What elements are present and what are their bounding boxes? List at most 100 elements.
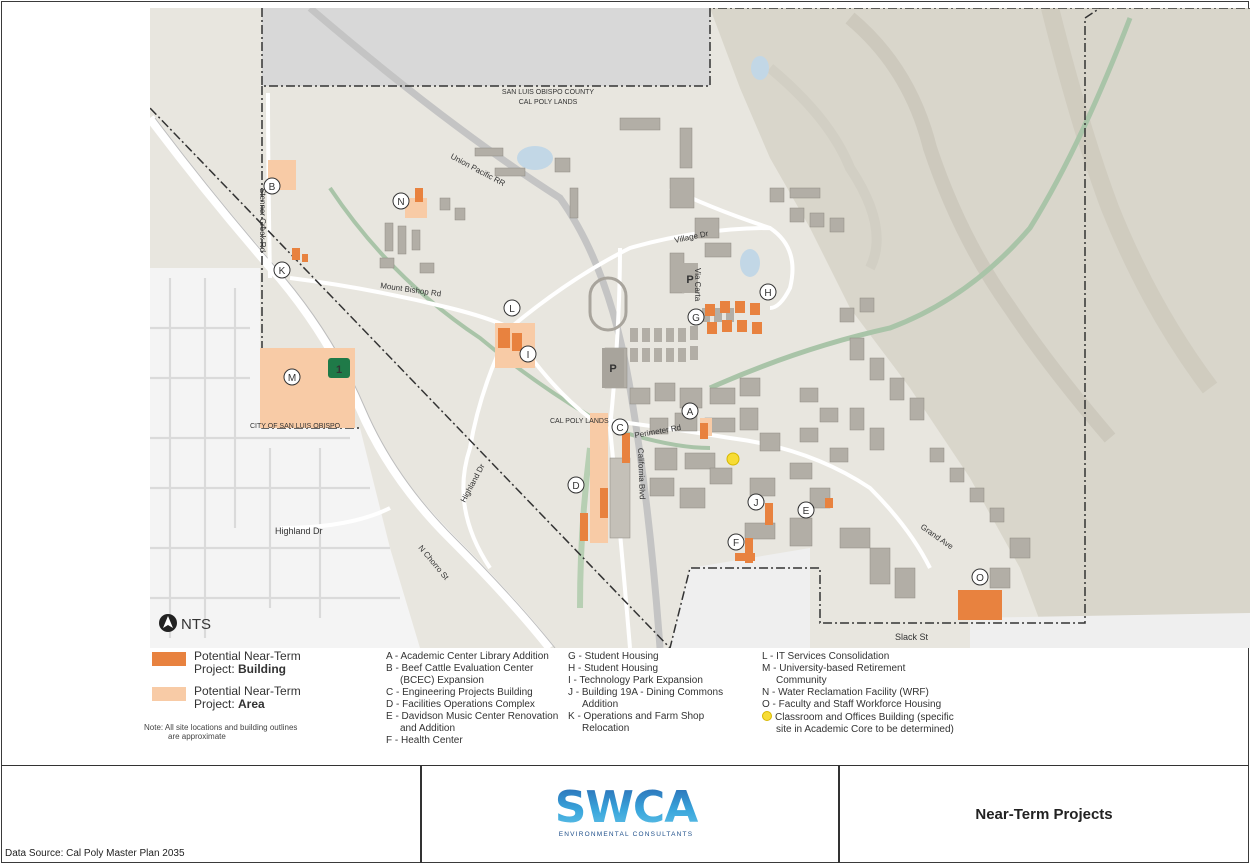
marker-k[interactable]: K [273,261,291,279]
mountain-ridge-2 [1041,8,1218,394]
marker-l[interactable]: L [503,299,521,317]
svg-text:H: H [764,288,771,299]
campus-roads [266,92,932,648]
data-source: Data Source: Cal Poly Master Plan 2035 [5,848,185,859]
bldg-f2 [745,538,753,563]
svg-text:M: M [288,373,296,384]
legend-area-label: Potential Near-Term Project: Area [194,684,301,711]
student-housing-buildings [705,301,762,334]
svg-text:C: C [616,423,623,434]
parking-label-2: P [609,363,616,375]
marker-h[interactable]: H [759,283,777,301]
marker-c[interactable]: C [611,418,629,436]
bldg-o [958,590,1002,620]
highway-1 [150,115,554,648]
svg-text:L: L [509,304,515,315]
project-buildings [292,188,1002,620]
reservoir-1 [517,146,553,170]
parking-label-1: P [686,274,693,286]
svg-text:N: N [397,197,404,208]
map-legend: Potential Near-Term Project: Building Po… [144,649,1245,765]
existing-buildings [379,117,1031,599]
railroad [307,8,664,648]
marker-j[interactable]: J [747,493,765,511]
bldg-n [415,188,423,202]
legend-note: Note: All site locations and building ou… [144,723,298,741]
marker-g[interactable]: G [687,308,705,326]
marker-d[interactable]: D [567,476,585,494]
label-cal-poly-lands-top: CAL POLY LANDS [519,99,578,106]
document-title: Near-Term Projects [975,806,1113,823]
svg-text:B: B [269,182,276,193]
bldg-k [292,248,300,260]
reservoir-2 [740,249,760,277]
bldg-j [765,503,773,525]
bldg-i-1 [498,328,510,348]
marker-o[interactable]: O [971,568,989,586]
brizzolara-creek [708,17,1133,391]
highway-shield-number: 1 [336,364,342,376]
marker-b[interactable]: B [263,177,281,195]
title-block-divider-1 [420,765,422,863]
legend-building-label: Potential Near-Term Project: Building [194,649,301,676]
marker-f[interactable]: F [727,533,745,551]
label-county: SAN LUIS OBISPO COUNTY [502,89,595,96]
bldg-d-2 [580,513,588,541]
svg-text:G: G [692,313,700,324]
highway-1-edge [154,117,556,648]
city-streets [150,278,400,638]
bldg-i-2 [512,333,522,351]
north-arrow [159,614,177,632]
legend-column-2: G - Student Housing H - Student Housing … [568,651,724,734]
reservoir-3 [751,56,769,80]
city-area [150,268,420,648]
label-cal-poly-lands-lower: CAL POLY LANDS [550,418,609,425]
area-d [590,413,608,543]
marker-m[interactable]: M [283,368,301,386]
legend-area-swatch [152,687,186,701]
svg-text:E: E [803,506,810,517]
bldg-k2 [302,254,308,262]
title-block [1,765,1249,863]
title-block-divider-2 [838,765,840,863]
svg-text:A: A [687,407,694,418]
label-stenner-creek: Stenner Creek Rd [258,188,267,252]
swca-logo-word: SWCA [536,785,716,831]
classroom-legend-dot [762,711,772,721]
bldg-a [700,423,708,439]
bldg-c [622,433,630,463]
svg-text:K: K [279,266,286,277]
label-city-slo: CITY OF SAN LUIS OBISPO [250,423,341,430]
campus-map: P P SAN LUIS OBISPO COUNT [150,8,1250,648]
area-n [405,198,427,218]
legend-column-1: A - Academic Center Library Addition B -… [386,651,559,746]
svg-text:J: J [754,498,759,509]
legend-building-swatch [152,652,186,666]
svg-text:O: O [976,573,984,584]
southeast-neighborhood [970,613,1250,648]
label-highland-dr-city: Highland Dr [275,526,323,536]
label-via-carta: Via Carta [693,268,702,302]
swca-logo: SWCA ENVIRONMENTAL CONSULTANTS [536,785,716,839]
south-neighborhood [670,548,810,648]
marker-i[interactable]: I [519,345,537,363]
svg-text:F: F [733,538,739,549]
marker-a[interactable]: A [681,402,699,420]
legend-column-3: L - IT Services Consolidation M - Univer… [762,651,954,735]
label-slack-st: Slack St [895,632,929,642]
bldg-e [825,498,833,508]
mountain-ridge-3 [766,64,882,271]
highway-shield [328,358,350,378]
housing-clusters [630,308,734,362]
swca-logo-subtitle: ENVIRONMENTAL CONSULTANTS [558,831,694,838]
sports-track [588,276,628,332]
bldg-d-1 [600,488,608,518]
svg-text:I: I [527,350,530,361]
parking-lot-1 [682,263,698,293]
label-california-blvd: California Blvd [636,448,647,500]
nts-label: NTS [181,616,211,633]
mountain-ridge-1 [845,12,1116,443]
marker-e[interactable]: E [797,501,815,519]
marker-n[interactable]: N [392,192,410,210]
svg-text:D: D [572,481,579,492]
